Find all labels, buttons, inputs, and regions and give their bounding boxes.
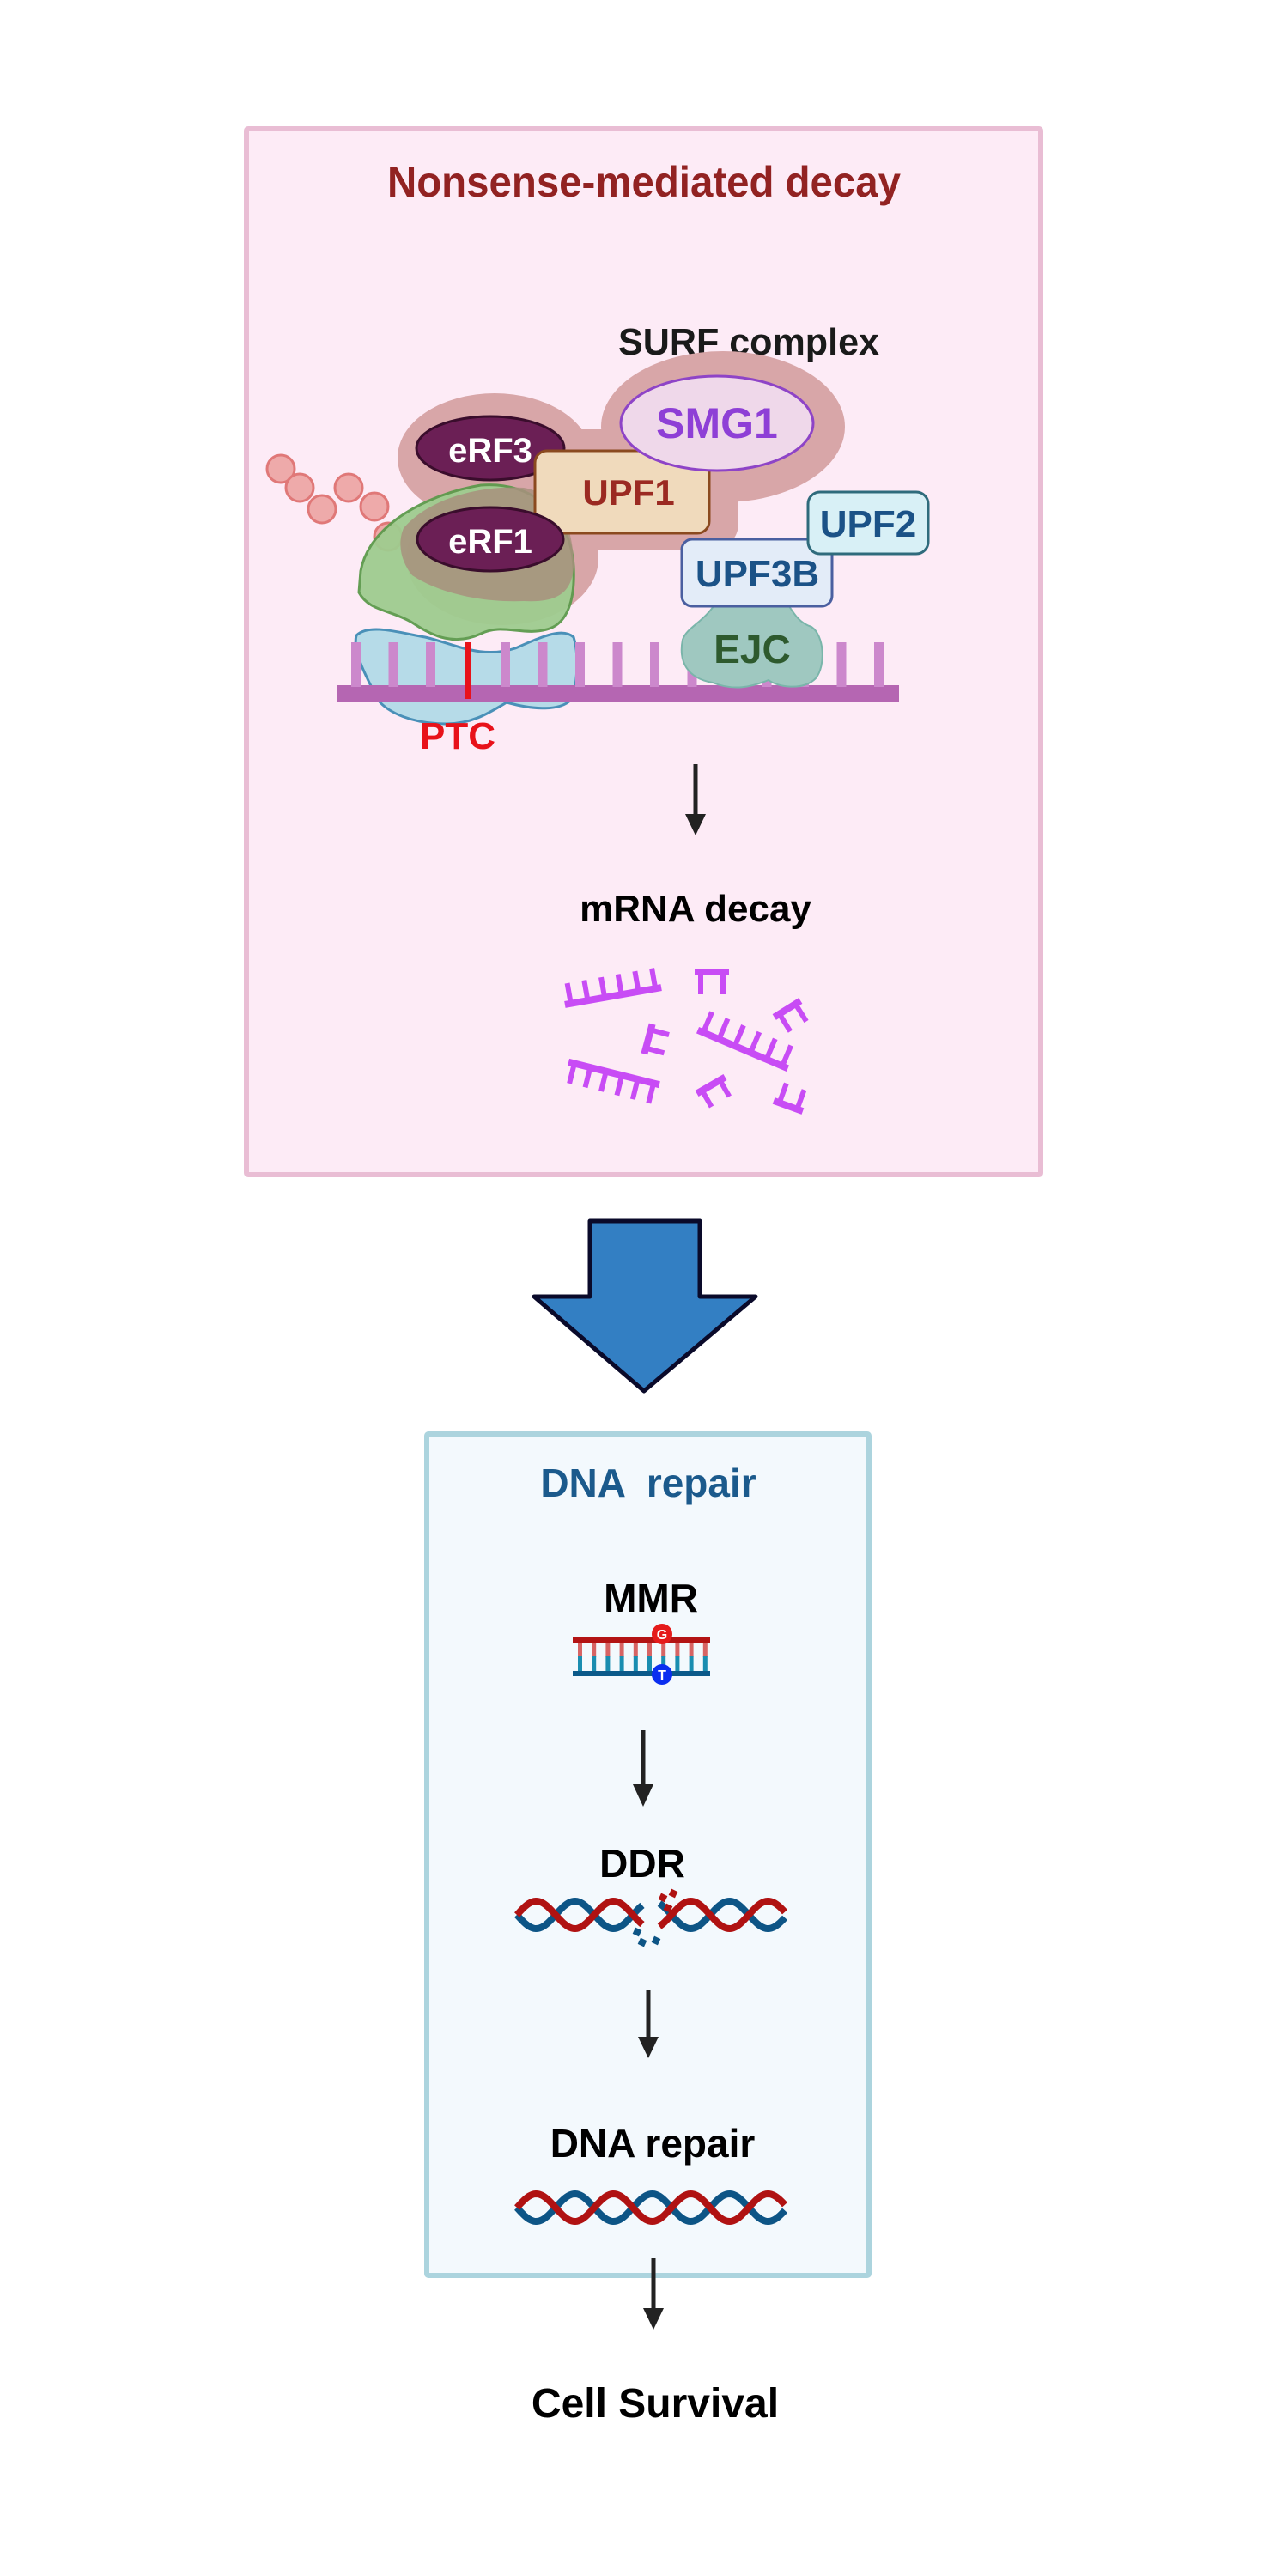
dna-strand-red <box>514 1897 787 1933</box>
dna-fragment <box>651 1935 661 1946</box>
erf3-label: eRF3 <box>448 432 532 470</box>
base-pair <box>605 1656 611 1671</box>
dna-fragment <box>637 1937 647 1947</box>
arrow-down-icon <box>643 2258 664 2330</box>
intact-dna-helix-icon <box>514 2190 787 2226</box>
base-pair <box>675 1643 680 1657</box>
base-pair <box>661 1656 666 1671</box>
base-pair <box>619 1656 624 1671</box>
mrna-base <box>650 642 659 687</box>
cell-survival-label: Cell Survival <box>532 2381 779 2427</box>
base-pair <box>578 1643 582 1657</box>
ejc-protein: EJC <box>680 600 823 689</box>
mrna-base <box>501 642 510 687</box>
erf1-protein <box>416 506 565 573</box>
mrna-base <box>388 642 398 687</box>
ptc-label: PTC <box>420 715 495 757</box>
smg1-label: SMG1 <box>656 399 778 447</box>
arrow-down-icon <box>633 1730 653 1807</box>
mrna-base <box>426 642 435 687</box>
upf2-protein <box>806 490 930 556</box>
rna-fragment <box>695 1074 732 1109</box>
nmd-panel-box <box>244 126 1043 1177</box>
arrow-down-icon <box>685 764 706 835</box>
ptc-marker <box>465 642 471 699</box>
base-pair <box>605 1643 611 1657</box>
base-pair <box>592 1656 597 1671</box>
big-down-arrow-icon <box>532 1218 758 1394</box>
base-pair <box>702 1643 708 1657</box>
base-pair <box>633 1643 638 1657</box>
dna-strand-blue <box>514 2190 787 2226</box>
mrna-base <box>836 642 847 687</box>
base-pair <box>633 1656 638 1671</box>
base-pair <box>619 1643 624 1657</box>
mrna-base <box>612 642 623 687</box>
rna-fragment <box>696 1011 793 1072</box>
dna-fragment <box>658 1893 668 1903</box>
base-pair <box>689 1643 694 1657</box>
base-pair <box>661 1643 666 1657</box>
mrna-decay-label: mRNA decay <box>580 888 811 930</box>
base-pair <box>647 1643 652 1657</box>
rna-fragment <box>641 1023 670 1056</box>
rna-fragment <box>567 1058 660 1104</box>
base-pair <box>592 1643 597 1657</box>
ejc-label: EJC <box>714 627 790 671</box>
rna-fragment <box>695 969 729 994</box>
mrna-base <box>575 642 585 687</box>
smg1-protein <box>619 374 815 472</box>
base-pair <box>647 1656 652 1671</box>
mismatch-g-base <box>652 1624 672 1644</box>
nmd-panel-title: Nonsense-mediated decay <box>387 158 901 206</box>
base-pair <box>702 1656 708 1671</box>
rna-fragment <box>772 998 809 1033</box>
upf3b-label: UPF3B <box>696 553 819 595</box>
mismatch-t-base <box>652 1664 672 1685</box>
damaged-dna-helix-icon <box>514 1888 787 1947</box>
mrna-base <box>874 642 884 687</box>
mismatch-g-label: G <box>657 1628 667 1643</box>
base-pair <box>578 1656 582 1671</box>
mrna-base <box>538 642 548 687</box>
ddr-label: DDR <box>599 1841 685 1886</box>
upf1-protein <box>533 449 711 535</box>
dna-strand-blue <box>514 1897 787 1933</box>
base-pair <box>675 1656 680 1671</box>
erf3-protein <box>415 415 566 482</box>
dna-strand-red <box>514 2190 787 2226</box>
upf3b-protein <box>680 538 834 608</box>
dna-repair-panel-box <box>424 1431 872 2278</box>
dna-repair-step-label: DNA repair <box>550 2121 756 2166</box>
dna-repair-panel-title: DNA repair <box>540 1461 756 1505</box>
dna-fragment <box>663 1903 673 1913</box>
mmr-label: MMR <box>604 1576 698 1620</box>
nmd-panel: Nonsense-mediated decay SURF complex eRF… <box>244 126 1043 1177</box>
mismatch-t-label: T <box>658 1668 666 1683</box>
upf1-label: UPF1 <box>582 472 674 513</box>
upf2-label: UPF2 <box>820 503 916 545</box>
arrow-down-icon <box>638 1990 659 2058</box>
rna-fragment <box>564 968 662 1008</box>
dna-repair-panel: DNA repair MMR G T DDR DNA repair <box>424 1431 872 2278</box>
dna-fragment <box>632 1927 642 1937</box>
mismatch-dna-icon: G T <box>573 1624 710 1685</box>
mrna-base <box>351 642 361 687</box>
mrna-strand-icon <box>337 642 899 702</box>
dna-fragment <box>668 1888 678 1899</box>
rna-fragment <box>772 1082 807 1115</box>
base-pair <box>689 1656 694 1671</box>
erf1-label: eRF1 <box>448 523 532 561</box>
degraded-rna-fragments-icon <box>564 968 809 1115</box>
